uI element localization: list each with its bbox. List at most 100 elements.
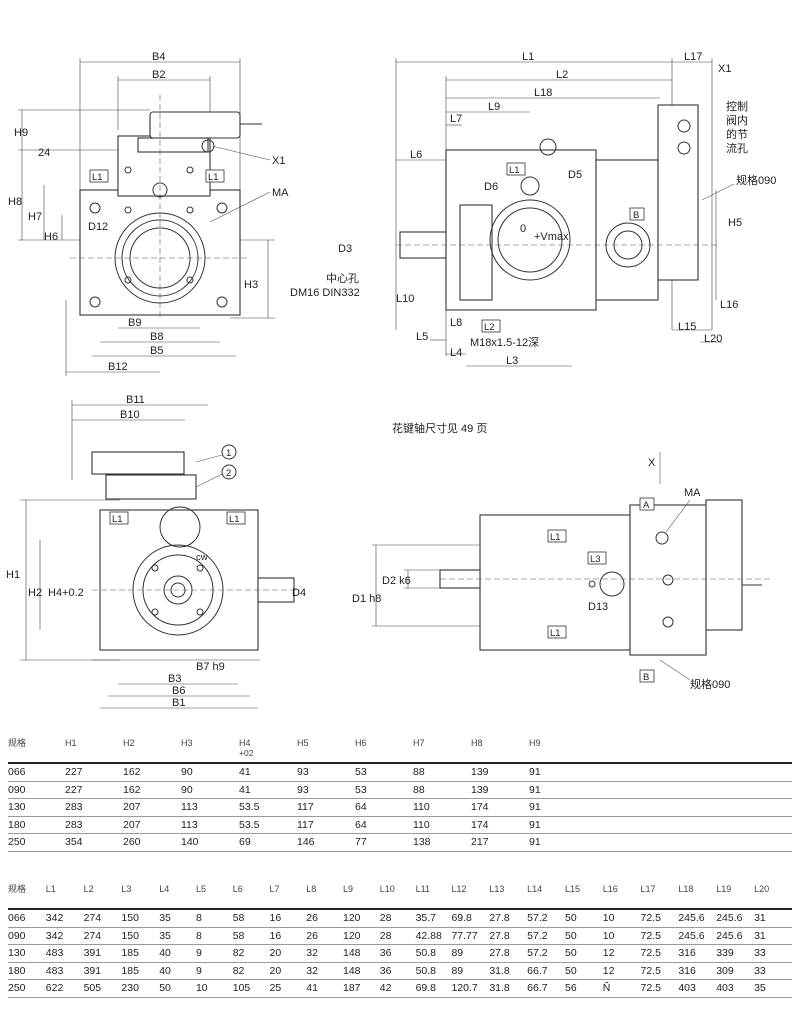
table-cell: 69 <box>239 833 297 852</box>
lbl-ctrl-2: 阀内 <box>726 113 748 127</box>
table-cell: 50 <box>564 944 603 963</box>
table-cell: 41 <box>239 763 297 782</box>
col-header: H7 <box>413 738 471 764</box>
table-cell: 174 <box>471 798 529 817</box>
lbl-L5: L5 <box>416 331 428 343</box>
table-cell: 35 <box>159 927 196 945</box>
col-header: L8 <box>306 884 343 910</box>
top-view-bottom-right: 花键轴尺寸见 49 页 X A MA L1 L3 D2 k6 D1 h8 D13… <box>352 421 770 691</box>
col-header: L15 <box>564 884 603 910</box>
table-cell: 483 <box>45 944 84 963</box>
table-cell: 185 <box>121 962 160 980</box>
table-cell: 16 <box>269 909 307 928</box>
table-cell: 69.8 <box>451 909 490 928</box>
table-cell: 40 <box>159 944 196 963</box>
col-header: L9 <box>342 884 380 910</box>
table-cell: 174 <box>471 816 529 834</box>
col-header: L10 <box>379 884 416 910</box>
table-cell: 57.2 <box>527 927 565 945</box>
table-cell: 50.8 <box>415 962 452 980</box>
table-cell: 57.2 <box>527 909 565 928</box>
lbl-zero: 0 <box>520 223 526 235</box>
table-cell: 260 <box>123 833 181 852</box>
table-cell: 245.6 <box>678 909 717 928</box>
lbl-L18: L18 <box>534 87 552 99</box>
lbl-X1-side: X1 <box>718 63 731 75</box>
col-header: L14 <box>527 884 565 910</box>
lbl-B-side: B <box>633 210 639 221</box>
table-cell: 250 <box>8 833 65 852</box>
table-cell: 57.2 <box>527 944 565 963</box>
col-header: L7 <box>269 884 307 910</box>
table-cell: 36 <box>379 944 416 963</box>
table-cell: 207 <box>123 798 181 817</box>
col-header: H8 <box>471 738 529 764</box>
table-cell: 403 <box>716 979 755 998</box>
col-header: 规格 <box>8 738 65 764</box>
lbl-size090-bottom: 规格090 <box>690 677 730 691</box>
table-cell-pad <box>587 833 792 852</box>
table-cell: 32 <box>306 962 343 980</box>
lbl-thread: M18x1.5-12深 <box>470 336 539 349</box>
lbl-L16: L16 <box>720 299 738 311</box>
lbl-L2-top: L2 <box>556 69 568 81</box>
lbl-B4: B4 <box>152 51 165 63</box>
lbl-X1: X1 <box>272 155 285 167</box>
lbl-B3: B3 <box>168 673 181 685</box>
lbl-L7: L7 <box>450 113 462 125</box>
lbl-H7: H7 <box>28 211 42 223</box>
table-cell: 90 <box>181 763 239 782</box>
table-cell: 33 <box>754 944 792 963</box>
lbl-L15: L15 <box>678 321 696 333</box>
lbl-size090-top: 规格090 <box>736 173 776 187</box>
lbl-B6: B6 <box>172 685 185 697</box>
col-header: L2 <box>83 884 122 910</box>
col-header: L12 <box>451 884 490 910</box>
table-cell: 72.5 <box>640 962 679 980</box>
lbl-D6: D6 <box>484 181 498 193</box>
lbl-L10: L10 <box>396 293 414 305</box>
table-cell: 150 <box>121 909 160 928</box>
table-cell: 53.5 <box>239 798 297 817</box>
table-cell: 110 <box>413 798 471 817</box>
table-cell: 245.6 <box>716 927 755 945</box>
table-cell: 342 <box>45 909 84 928</box>
lbl-MA-top: MA <box>684 487 701 499</box>
lbl-MA: MA <box>272 187 289 199</box>
table-cell: 77.77 <box>451 927 490 945</box>
table-cell: 309 <box>716 962 755 980</box>
table-cell: 217 <box>471 833 529 852</box>
table-cell: 130 <box>8 944 46 963</box>
lbl-X-view: X <box>648 457 656 469</box>
table-cell-pad <box>587 763 792 782</box>
table-cell: 89 <box>451 944 490 963</box>
col-header: H5 <box>297 738 355 764</box>
lbl-H8: H8 <box>8 196 22 208</box>
table-cell: 27.8 <box>489 927 528 945</box>
col-header: L17 <box>640 884 679 910</box>
col-header: L13 <box>489 884 528 910</box>
table-cell: 53 <box>355 781 413 799</box>
table-cell: 72.5 <box>640 979 679 998</box>
table-cell-pad <box>587 816 792 834</box>
lbl-B7: B7 h9 <box>196 661 225 673</box>
table-cell: 148 <box>342 944 380 963</box>
table-cell: 28 <box>379 927 416 945</box>
table-cell: 28 <box>379 909 416 928</box>
table-cell: 50 <box>564 927 603 945</box>
lbl-L1-side: L1 <box>509 165 520 176</box>
lbl-ctrl-1: 控制 <box>726 99 748 113</box>
table-cell: 32 <box>306 944 343 963</box>
lbl-L6: L6 <box>410 149 422 161</box>
table-cell: 113 <box>181 798 239 817</box>
col-header-h4: H4+02 <box>239 738 297 764</box>
lbl-A: A <box>643 500 650 511</box>
table-cell: 117 <box>297 798 355 817</box>
table-cell: 105 <box>232 979 270 998</box>
table-cell-pad <box>587 798 792 817</box>
table-cell: 505 <box>83 979 122 998</box>
